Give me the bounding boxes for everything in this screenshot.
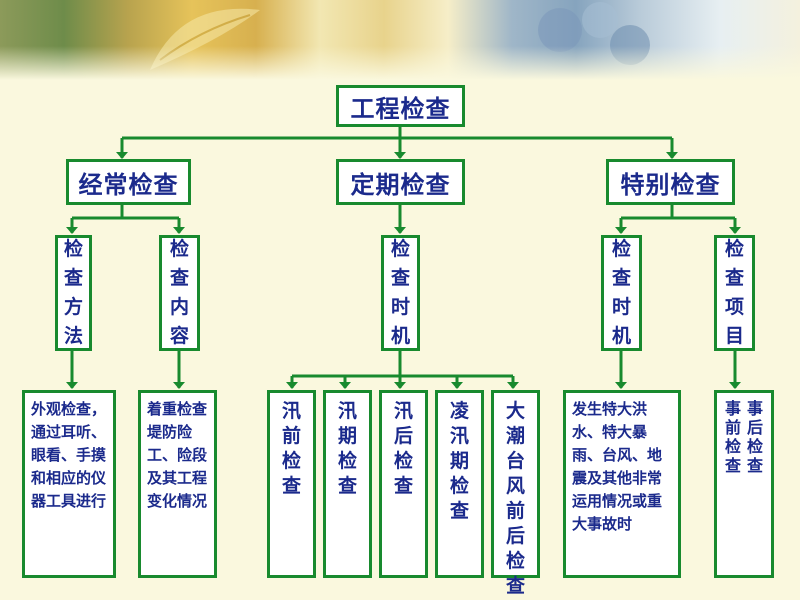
routine-content-detail: 着重检查堤防险工、险段及其工程变化情况	[138, 390, 217, 578]
special-items-node: 检查项目	[714, 235, 755, 351]
periodic-timing-node: 检查时机	[381, 235, 420, 351]
category-periodic-inspection: 定期检查	[336, 159, 465, 205]
periodic-item-pre-flood: 汛前检查	[267, 390, 316, 578]
routine-content-node: 检查内容	[159, 235, 200, 351]
routine-method-node: 检查方法	[55, 235, 92, 351]
special-timing-detail: 发生特大洪水、特大暴雨、台风、地震及其他非常运用情况或重大事故时	[563, 390, 681, 578]
routine-method-detail: 外观检查，通过耳听、眼看、手摸和相应的仪器工具进行	[22, 390, 116, 578]
periodic-item-flood-season: 汛期检查	[323, 390, 372, 578]
decorative-banner	[0, 0, 800, 80]
special-timing-node: 检查时机	[601, 235, 642, 351]
category-special-inspection: 特别检查	[606, 159, 735, 205]
root-node: 工程检查	[336, 85, 465, 127]
periodic-item-post-flood: 汛后检查	[379, 390, 428, 578]
periodic-item-tide-typhoon: 大潮台风前后检查	[491, 390, 540, 597]
category-routine-inspection: 经常检查	[66, 159, 191, 205]
periodic-item-ice-flood: 凌汛期检查	[435, 390, 484, 578]
pre-event-column: 事前检查	[724, 399, 741, 475]
post-event-column: 事后检查	[747, 399, 764, 475]
special-items-detail: 事前检查 事后检查	[714, 390, 774, 578]
